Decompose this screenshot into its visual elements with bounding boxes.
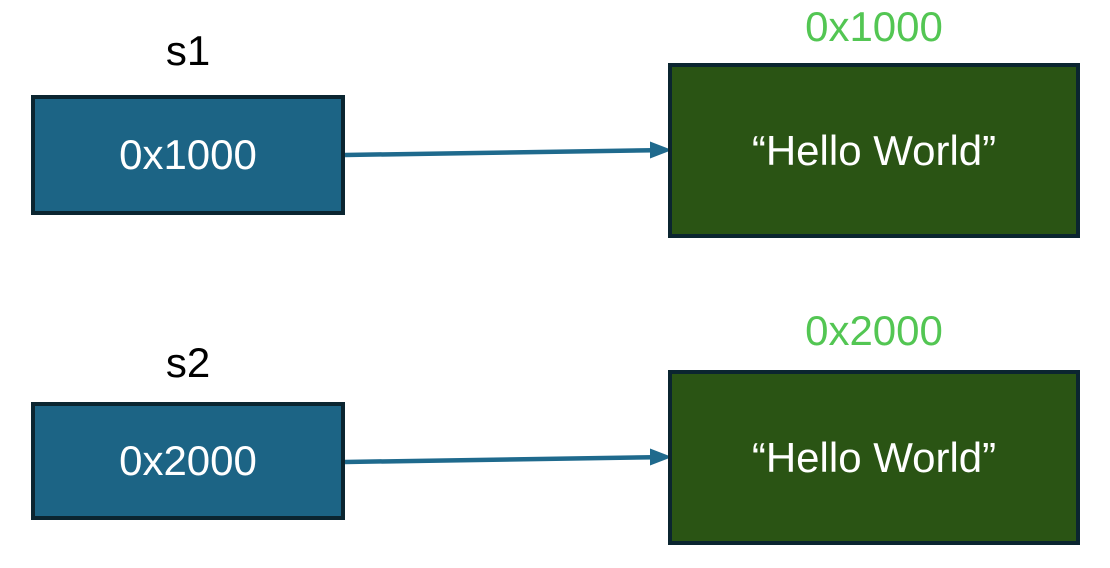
variable-name-label-s1: s1 [165,27,211,74]
string-value-text: “Hello World” [751,433,997,481]
arrow-shaft [345,147,654,158]
arrowhead-icon [650,448,672,466]
arrowhead-icon [650,141,672,159]
pointer-variable-box-s2: 0x2000 [31,402,345,520]
heap-address-label-0x1000: 0x1000 [805,3,943,50]
string-value-text: “Hello World” [751,126,997,174]
pointer-arrow-s2 [345,448,672,466]
arrow-shaft [345,454,654,465]
pointer-variable-box-s1: 0x1000 [31,95,345,215]
variable-name-label-s2: s2 [165,339,211,386]
pointer-value-text: 0x2000 [119,437,257,484]
heap-string-box-0x2000: “Hello World” [668,370,1080,545]
heap-string-box-0x1000: “Hello World” [668,63,1080,238]
pointer-value-text: 0x1000 [119,131,257,178]
heap-address-label-0x2000: 0x2000 [805,307,943,354]
pointer-arrow-s1 [345,141,672,159]
